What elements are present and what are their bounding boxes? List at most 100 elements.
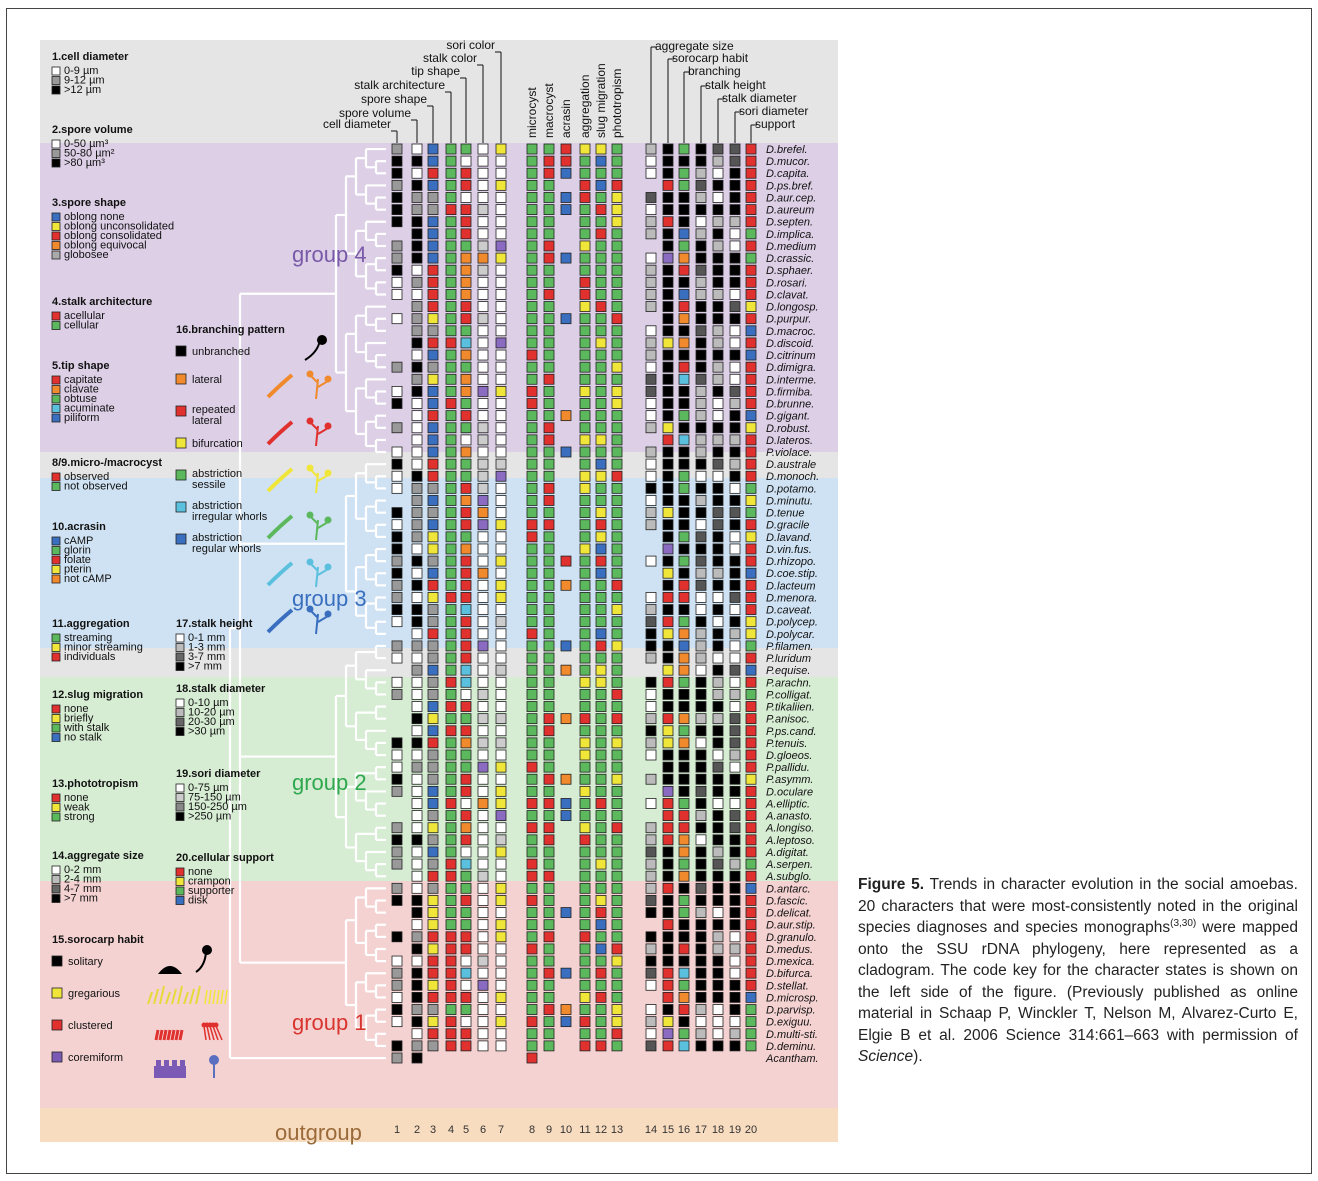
matrix-cell [678,264,690,276]
matrix-cell [477,325,489,337]
column-header: branching [688,64,741,78]
matrix-cell [695,737,707,749]
species-name: D.lateros. [766,435,813,447]
matrix-cell [445,725,457,737]
matrix-cell [695,252,707,264]
matrix-cell [579,289,591,300]
matrix-cell [445,1016,457,1028]
matrix-cell [391,979,403,991]
matrix-cell [729,628,741,640]
matrix-cell [595,228,607,240]
matrix-cell [526,482,538,494]
matrix-cell [745,192,757,203]
matrix-cell [695,1040,707,1052]
matrix-cell [695,616,707,628]
legend-item-label: disk [188,895,208,907]
matrix-cell [526,385,538,397]
matrix-cell [645,325,657,337]
matrix-cell [391,616,403,628]
matrix-cell [526,943,538,955]
matrix-cell [662,701,674,712]
column-number: 1 [394,1124,400,1136]
matrix-cell [595,410,607,422]
matrix-cell [611,385,623,397]
matrix-cell [427,931,439,943]
matrix-cell [445,301,457,312]
matrix-cell [712,555,724,567]
matrix-cell [645,204,657,216]
matrix-cell [427,555,439,567]
legend-item-label: 0-50 µm³ [64,138,109,150]
matrix-cell [543,931,555,943]
matrix-cell [460,495,472,506]
matrix-cell [460,882,472,894]
matrix-cell [477,604,489,615]
matrix-cell [678,325,690,337]
legend-swatch [51,633,61,643]
matrix-cell [745,216,757,228]
matrix-cell [645,289,657,300]
matrix-cell [579,264,591,276]
branching-icon [306,464,314,472]
matrix-cell [391,240,403,252]
matrix-cell [427,870,439,882]
matrix-cell [662,676,674,688]
matrix-cell [427,676,439,688]
matrix-cell [662,919,674,931]
matrix-cell [445,519,457,531]
matrix-cell [445,192,457,203]
matrix-cell [445,422,457,434]
matrix-cell [745,858,757,870]
matrix-cell [695,689,707,700]
matrix-cell [695,531,707,543]
matrix-cell [595,325,607,337]
matrix-cell [526,701,538,712]
matrix-cell [678,967,690,979]
legend-swatch [175,867,185,877]
column-number: 13 [611,1124,623,1136]
legend-item-label: none [64,792,88,804]
matrix-cell [526,749,538,761]
matrix-cell [460,555,472,567]
matrix-cell [411,737,423,749]
matrix-cell [445,676,457,688]
matrix-cell [712,773,724,785]
matrix-cell [745,361,757,373]
matrix-cell [445,495,457,506]
legend-item-label: oblong consolidated [64,230,162,242]
matrix-cell [495,676,507,688]
matrix-cell [495,410,507,422]
legend-item-label: >80 µm³ [64,157,105,169]
matrix-cell [460,676,472,688]
matrix-cell [445,325,457,337]
matrix-cell [645,507,657,519]
column-number: 18 [712,1124,724,1136]
matrix-cell [526,349,538,361]
matrix-cell [477,398,489,409]
matrix-cell [745,252,757,264]
matrix-cell [662,943,674,955]
legend-swatch [51,66,61,76]
matrix-cell [477,1028,489,1040]
matrix-cell [526,773,538,785]
matrix-cell [745,798,757,809]
matrix-cell [495,495,507,506]
matrix-cell [695,810,707,821]
matrix-cell [411,1016,423,1028]
matrix-cell [526,689,538,700]
matrix-cell [543,798,555,809]
matrix-cell [427,337,439,349]
species-name: P.luridum [766,653,811,665]
matrix-cell [477,240,489,252]
legend-swatch [51,536,61,546]
matrix-cell [543,616,555,628]
matrix-cell [427,773,439,785]
legend-item-label: no stalk [64,732,102,744]
matrix-cell [745,204,757,216]
matrix-cell [411,495,423,506]
matrix-cell [595,846,607,858]
matrix-cell [579,385,591,397]
legend-item-label: folate [64,554,91,566]
matrix-cell [695,652,707,664]
matrix-cell [611,761,623,773]
